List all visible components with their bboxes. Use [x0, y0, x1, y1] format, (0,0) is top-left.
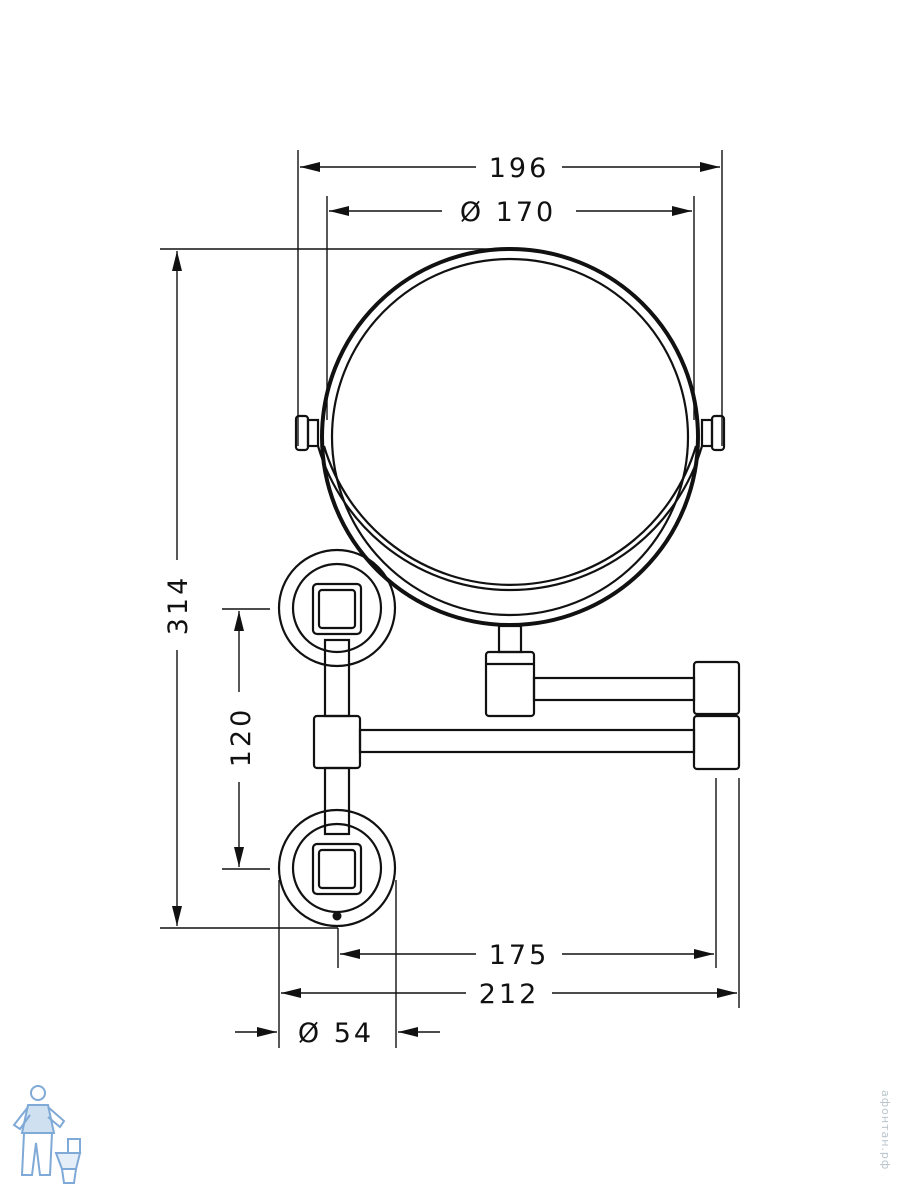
dimension-label: 314 — [163, 575, 194, 636]
wall-rosette-bottom — [277, 808, 397, 928]
dimension-height-total: 314 — [160, 248, 500, 929]
dimension-label: Ø 54 — [298, 1018, 374, 1049]
dimension-label: 175 — [489, 940, 550, 971]
dimension-width-total: 196 — [297, 150, 723, 446]
dimension-rosette-spacing: 120 — [222, 608, 270, 870]
dimension-label: 196 — [489, 153, 550, 184]
dimension-label: Ø 170 — [460, 197, 556, 228]
swivel-arms — [312, 638, 741, 836]
plumber-logo-icon — [12, 1085, 82, 1184]
wall-rosette-top — [277, 548, 397, 668]
dimension-mirror-diameter: Ø 170 — [326, 196, 695, 420]
dimension-rosette-diameter: Ø 54 — [235, 880, 440, 1049]
watermark-text: афонтан.рф — [879, 1090, 892, 1171]
dimension-depth-total: 212 — [278, 778, 740, 1010]
dimension-label: 212 — [479, 979, 540, 1010]
dimension-label: 120 — [226, 707, 257, 768]
dimension-arm-reach: 175 — [337, 778, 717, 971]
